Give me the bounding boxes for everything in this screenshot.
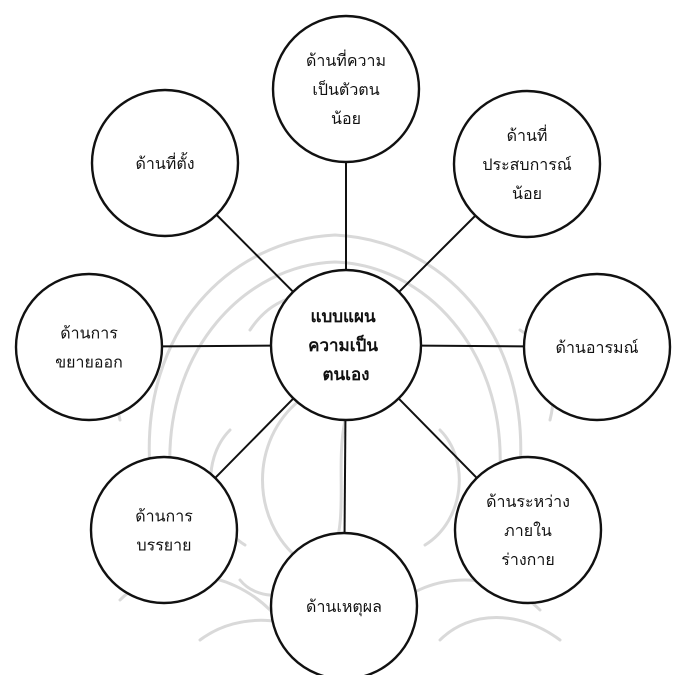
center-label-line: ตนเอง — [323, 365, 370, 385]
node-circle-emotional — [522, 272, 672, 422]
node-label-minimal-experience: ด้านที่ประสบการณ์น้อย — [482, 124, 572, 203]
node-label-interoceptive: ด้านระหว่างภายในร่างกาย — [486, 492, 570, 569]
node-label-minimal-self: ด้านที่ความเป็นตัวตนน้อย — [306, 49, 386, 128]
node-label-line: ด้านที่ตั้ง — [135, 152, 194, 173]
node-label-extended: ด้านการขยายออก — [55, 324, 123, 372]
node-label-line: ด้านระหว่าง — [486, 492, 570, 511]
connector-line-narrative — [214, 397, 295, 479]
node-circle-minimal-self — [271, 14, 421, 164]
center-label-line: แบบแผน — [311, 307, 376, 327]
node-narrative: ด้านการบรรยาย — [89, 455, 239, 605]
node-label-line: ด้านเหตุผล — [306, 597, 382, 617]
node-minimal-experience: ด้านที่ประสบการณ์น้อย — [452, 89, 602, 239]
connector-line-situated — [215, 214, 294, 293]
node-emotional: ด้านอารมณ์ — [522, 272, 672, 422]
node-label-line: บรรยาย — [136, 536, 191, 555]
center-node-label: แบบแผน ความเป็น ตนเอง — [308, 307, 384, 385]
connector-lines — [161, 162, 525, 534]
node-reasoning: ด้านเหตุผล — [269, 531, 419, 675]
connector-line-interoceptive — [397, 397, 478, 479]
node-circle-situated — [90, 88, 240, 238]
node-circle-interoceptive — [453, 455, 603, 605]
node-group: ด้านที่ความเป็นตัวตนน้อยด้านที่ประสบการณ… — [14, 14, 672, 675]
node-interoceptive: ด้านระหว่างภายในร่างกาย — [453, 455, 603, 605]
node-label-line: เป็นตัวตน — [312, 79, 379, 99]
node-minimal-self: ด้านที่ความเป็นตัวตนน้อย — [271, 14, 421, 164]
center-node-circle — [269, 268, 423, 422]
node-label-line: ด้านการ — [135, 507, 193, 526]
node-label-situated: ด้านที่ตั้ง — [135, 152, 194, 173]
node-label-line: น้อย — [512, 184, 542, 203]
node-extended: ด้านการขยายออก — [14, 272, 164, 422]
node-label-line: ด้านที่ — [507, 124, 548, 145]
node-circle-minimal-experience — [452, 89, 602, 239]
node-label-line: ประสบการณ์ — [482, 155, 572, 174]
connector-line-minimal-experience — [398, 214, 477, 293]
connector-line-extended — [161, 344, 272, 348]
node-circle-reasoning — [269, 531, 419, 675]
node-label-line: ร่างกาย — [501, 550, 554, 569]
center-label-line: ความเป็น — [308, 333, 378, 356]
node-label-line: ด้านที่ความ — [306, 49, 386, 70]
node-label-line: ขยายออก — [55, 353, 123, 372]
node-label-emotional: ด้านอารมณ์ — [556, 338, 639, 357]
node-label-line: ด้านอารมณ์ — [556, 338, 639, 357]
connector-line-reasoning — [343, 419, 347, 534]
node-label-line: น้อย — [331, 109, 361, 128]
node-circle-narrative — [89, 455, 239, 605]
node-label-line: ด้านการ — [60, 324, 118, 343]
node-label-line: ภายใน — [504, 521, 552, 540]
node-circle-extended — [14, 272, 164, 422]
node-label-narrative: ด้านการบรรยาย — [135, 507, 193, 555]
center-node: แบบแผน ความเป็น ตนเอง — [269, 268, 423, 422]
connector-line-emotional — [420, 344, 525, 348]
node-label-reasoning: ด้านเหตุผล — [306, 597, 382, 617]
node-situated: ด้านที่ตั้ง — [90, 88, 240, 238]
